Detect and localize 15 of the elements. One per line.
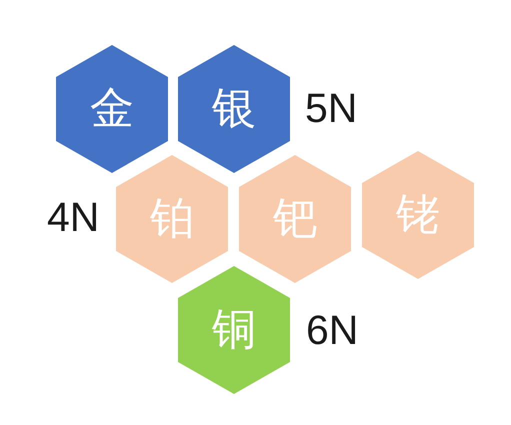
hexagon-tile — [178, 266, 290, 394]
metal-name: 金 — [89, 87, 135, 131]
hexagon-tile — [362, 151, 474, 279]
hexagon-tile — [116, 155, 228, 283]
metal-name: 铂 — [149, 197, 195, 241]
hexagon-tile — [178, 45, 290, 173]
metal-name: 银 — [211, 87, 257, 131]
metal-name: 铜 — [211, 308, 257, 352]
purity-grade-label: 5N — [305, 88, 358, 129]
hexagon-tile — [239, 155, 351, 283]
purity-grade-label: 6N — [306, 310, 358, 351]
purity-grade-label: 4N — [47, 197, 100, 238]
hexagon-tile — [56, 45, 168, 173]
metal-name: 钯 — [272, 197, 318, 241]
metal-name: 铑 — [395, 193, 441, 237]
